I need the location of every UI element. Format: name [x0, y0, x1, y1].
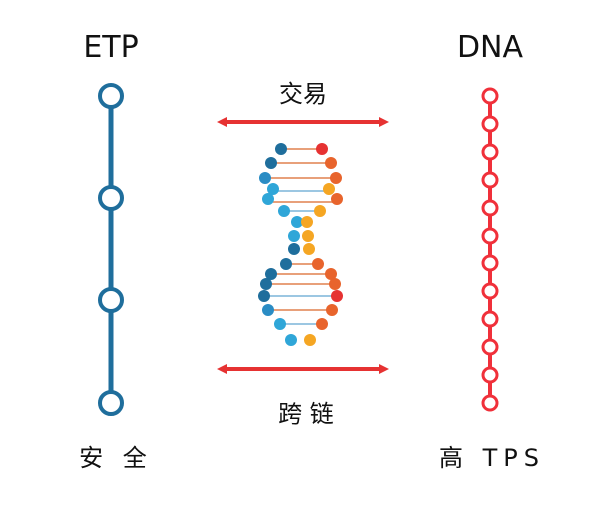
- helix-bead: [303, 243, 315, 255]
- helix-bead: [265, 268, 277, 280]
- helix-bead: [326, 304, 338, 316]
- etp-node: [98, 83, 124, 109]
- helix-bead: [316, 318, 328, 330]
- helix-bead: [259, 172, 271, 184]
- helix-bead: [314, 205, 326, 217]
- dna-node: [481, 366, 499, 384]
- dna-node: [481, 87, 499, 105]
- dna-chain: [481, 87, 499, 412]
- helix-bead: [275, 143, 287, 155]
- helix-bead: [331, 290, 343, 302]
- bottom-arrow-label: 跨 链: [278, 400, 334, 428]
- helix-bead: [329, 278, 341, 290]
- helix-bead: [330, 172, 342, 184]
- helix-bead: [258, 290, 270, 302]
- helix-bead: [312, 258, 324, 270]
- dna-node: [481, 254, 499, 272]
- helix-bead: [267, 183, 279, 195]
- dna-node: [481, 394, 499, 412]
- helix-bead: [301, 216, 313, 228]
- dna-node: [481, 338, 499, 356]
- helix-bead: [325, 157, 337, 169]
- etp-node: [98, 185, 124, 211]
- helix-bead: [325, 268, 337, 280]
- security-caption: 安 全: [79, 444, 153, 472]
- helix-bead: [291, 216, 303, 228]
- helix-bead: [323, 183, 335, 195]
- helix-bead: [278, 205, 290, 217]
- dna-node: [481, 115, 499, 133]
- high-tps-caption: 高 TPS: [439, 444, 545, 472]
- dna-helix-icon: [258, 143, 343, 346]
- helix-bead: [285, 334, 297, 346]
- helix-bead: [262, 304, 274, 316]
- helix-bead: [265, 157, 277, 169]
- helix-bead: [288, 243, 300, 255]
- helix-bead: [288, 230, 300, 242]
- dna-node: [481, 171, 499, 189]
- dna-node: [481, 199, 499, 217]
- etp-chain: [98, 83, 124, 416]
- dna-node: [481, 310, 499, 328]
- dna-node: [481, 282, 499, 300]
- etp-title: ETP: [83, 30, 139, 65]
- dna-node: [481, 227, 499, 245]
- etp-node: [98, 287, 124, 313]
- helix-bead: [316, 143, 328, 155]
- dna-node: [481, 143, 499, 161]
- etp-node: [98, 390, 124, 416]
- helix-bead: [331, 193, 343, 205]
- dna-title: DNA: [456, 30, 524, 65]
- top-arrow-label: 交易: [279, 80, 327, 108]
- helix-bead: [274, 318, 286, 330]
- helix-bead: [304, 334, 316, 346]
- helix-bead: [302, 230, 314, 242]
- helix-bead: [262, 193, 274, 205]
- helix-bead: [280, 258, 292, 270]
- helix-bead: [260, 278, 272, 290]
